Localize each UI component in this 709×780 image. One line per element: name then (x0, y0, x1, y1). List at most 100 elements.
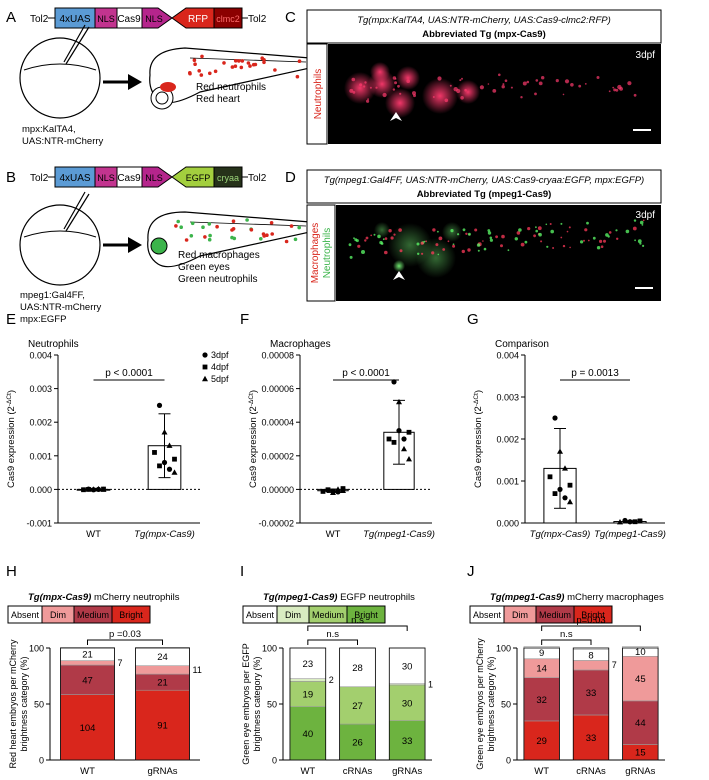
data-point-circle (161, 459, 168, 466)
neutrophil-dot (197, 69, 201, 73)
injected-a-2: UAS:NTR-mCherry (22, 136, 104, 147)
panel-letter-h: H (6, 563, 17, 580)
fluorescence-speck (417, 252, 420, 255)
chart-g: Comparison0.0000.0010.0020.0030.004Cas9 … (473, 339, 666, 540)
fluorescence-speck (500, 244, 503, 248)
legend-marker-triangle (202, 375, 208, 382)
fluorescence-speck (566, 230, 569, 233)
fluorescence-speck (437, 76, 442, 81)
neutrophil-dot (207, 222, 212, 226)
fluorescence-speck (367, 98, 369, 100)
fluorescence-speck (382, 238, 385, 241)
fluorescence-speck (464, 88, 467, 92)
bar-segment-dim (60, 660, 115, 666)
legend-label: Bright (354, 610, 378, 620)
y-axis-label-sup: -ΔCt (6, 393, 13, 406)
neutrophil-dot (297, 59, 302, 63)
data-point-circle (562, 495, 568, 501)
x-category-label: Tg(mpx-Cas9) (530, 529, 591, 540)
bar-value-label: 24 (157, 652, 168, 663)
construct-b-cas9: Cas9 (117, 173, 141, 184)
chart-title: Tg(mpeg1-Cas9) EGFP neutrophils (263, 592, 415, 603)
panel-b: B Tol2 4xUAS NLS Cas9 NLS EGFP cryaa Tol… (6, 166, 315, 325)
fluorescence-speck (549, 223, 552, 225)
chart-title-rest: mCherry neutrophils (91, 592, 179, 603)
neutrophil-dot (239, 65, 244, 70)
neutrophil-dot (200, 54, 204, 59)
legend-label: 5dpf (211, 374, 229, 384)
y-tick-label: 50 (34, 700, 44, 710)
x-category-label: cRNAs (343, 766, 373, 777)
panel-letter-d: D (285, 169, 296, 186)
bar-outline (622, 647, 659, 761)
fluorescence-speck (438, 236, 443, 241)
legend-label: Absent (473, 610, 502, 620)
bar-value-label: 11 (193, 665, 202, 675)
construct-b-cryaa: cryaa (217, 173, 239, 183)
fluorescence-speck (564, 79, 570, 84)
green-eye-b (150, 237, 168, 255)
construct-b-tol2-right: Tol2 (248, 173, 267, 184)
fluorescence-speck (596, 76, 600, 79)
bar-value-label: 27 (352, 701, 363, 712)
x-category-label: WT (534, 766, 549, 777)
result-b-2: Green eyes (178, 262, 230, 273)
fluorescence-speck (399, 249, 403, 253)
macrophage-dot (174, 224, 178, 228)
fluorescence-speck (641, 224, 644, 226)
legend-marker-circle (202, 352, 208, 358)
fluorescence-speck (431, 251, 435, 255)
bar-outline (572, 647, 610, 761)
x-category-label: WT (326, 529, 341, 540)
panel-letter-a: A (6, 9, 16, 26)
fluorescence-speck (642, 219, 645, 222)
y-tick-label: 0 (506, 756, 511, 766)
bar-value-label: 14 (536, 664, 547, 675)
significance-label: n.s (560, 629, 573, 640)
bar-value-label: 40 (303, 729, 314, 740)
data-point-triangle (567, 498, 573, 505)
fluorescence-speck (398, 228, 402, 232)
construct-b-egfp-arrow (171, 166, 215, 188)
fluorescence-speck (518, 228, 522, 232)
fluorescence-speck (504, 79, 508, 82)
neutrophil-dot (230, 65, 235, 69)
data-point-triangle (401, 445, 407, 452)
image-d-side-label-2: Neutrophils (322, 228, 333, 279)
y-axis-label-main: Cas9 expression (2 (6, 406, 17, 488)
fluorescence-speck (406, 79, 411, 83)
result-a-1: Red neutrophils (196, 82, 266, 93)
egg-a (19, 37, 101, 119)
construct-a-nls1: NLS (97, 14, 115, 24)
data-point-square (325, 487, 331, 493)
image-d-title-box (306, 169, 662, 204)
y-tick-label: 0.000 (29, 485, 52, 495)
construct-a-nls2-arrow (141, 7, 173, 29)
bar-value-label: 19 (303, 690, 314, 701)
neutrophil-dot (207, 237, 212, 242)
y-axis-label: Cas9 expression (2-ΔCt) (248, 390, 260, 488)
data-point-triangle (340, 487, 346, 493)
bar-value-label: 21 (157, 678, 168, 689)
neutrophil-dot (245, 218, 249, 222)
fluorescence-speck (619, 87, 623, 91)
result-b-1: Red macrophages (178, 250, 260, 261)
fluorescence-speck (447, 240, 450, 243)
fluorescence-speck (600, 245, 604, 248)
fluorescence-speck (444, 98, 449, 103)
neutrophil-dot (233, 64, 238, 68)
fluorescence-speck (545, 223, 548, 226)
macrophage-dot (265, 233, 269, 237)
fluorescence-blob (385, 88, 415, 118)
data-point-triangle (622, 518, 628, 524)
fluorescence-speck (489, 236, 493, 240)
result-a-2: Red heart (196, 94, 240, 105)
y-axis-label: Red heart embryos per mCherry (8, 639, 18, 769)
data-point-triangle (330, 489, 336, 495)
neutrophil-dot (193, 62, 197, 66)
y-tick-label: 50 (267, 700, 277, 710)
fluorescence-speck (382, 92, 387, 98)
panel-letter-b: B (6, 169, 16, 186)
data-point-triangle (100, 486, 107, 492)
fluorescence-speck (538, 232, 542, 237)
